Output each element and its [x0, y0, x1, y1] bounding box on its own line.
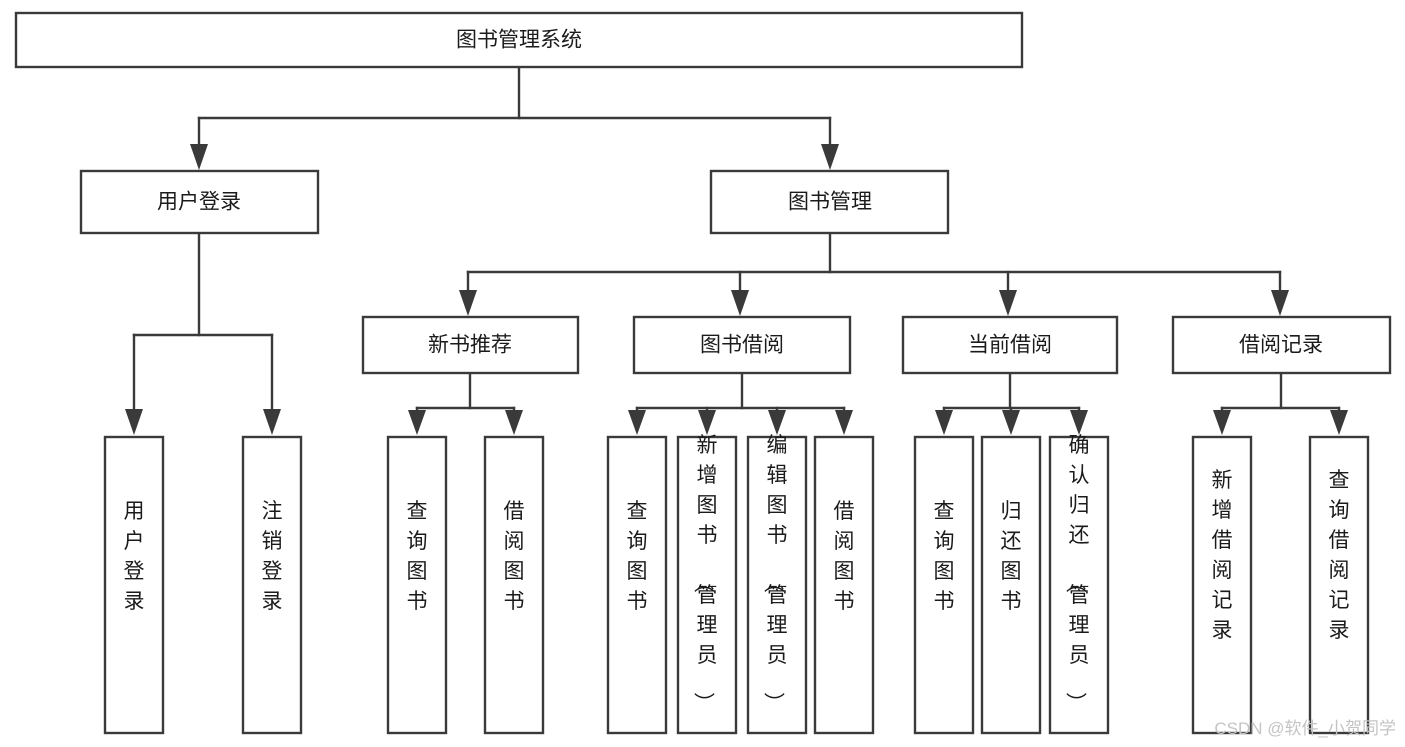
node-leaf-query-book-current[interactable]: 查询图书	[913, 435, 975, 735]
arrow-head-leaf-query-book-current	[935, 410, 953, 435]
node-leaf-query-book-borrow-label: 查询图书	[627, 500, 648, 613]
arrow-head-leaf-add-book-admin	[698, 410, 716, 435]
node-leaf-borrow-book[interactable]: 借阅图书	[813, 435, 875, 735]
arrow-head-leaf-borrow-book-recommend	[505, 410, 523, 435]
node-borrow-record-label: 借阅记录	[1239, 334, 1323, 357]
node-book-management-label: 图书管理	[788, 191, 872, 214]
arrow-head-book-borrow	[731, 290, 749, 316]
node-leaf-logout-login-label: 注销登录	[262, 500, 283, 613]
node-leaf-edit-book-admin-label: 编辑图书（管理员）	[762, 434, 788, 713]
arrow-head-leaf-add-borrow-record	[1213, 410, 1231, 435]
connector-group-new-book-recommend-to-leaves	[408, 371, 523, 435]
node-leaf-logout-login[interactable]: 注销登录	[241, 435, 303, 735]
node-leaf-borrow-book-recommend-rect[interactable]	[483, 435, 545, 735]
node-root-rect[interactable]	[14, 11, 1024, 69]
arrow-head-leaf-query-book-recommend	[408, 410, 426, 435]
node-leaf-add-book-admin[interactable]: 新增图书（管理员）	[676, 434, 738, 735]
node-leaf-edit-book-admin-rect[interactable]	[746, 435, 808, 735]
node-leaf-query-borrow-record[interactable]: 查询借阅记录	[1308, 435, 1370, 735]
arrow-head-borrow-record	[1271, 290, 1289, 316]
node-leaf-confirm-return-admin-label: 确认归还（管理员）	[1064, 434, 1090, 713]
node-new-book-recommend-rect[interactable]	[361, 315, 580, 375]
arrow-head-leaf-logout-login	[263, 409, 281, 435]
node-leaf-query-borrow-record-label: 查询借阅记录	[1329, 469, 1350, 642]
node-leaf-query-book-borrow[interactable]: 查询图书	[606, 435, 668, 735]
node-root-label: 图书管理系统	[456, 29, 582, 52]
node-leaf-borrow-book-recommend[interactable]: 借阅图书	[483, 435, 545, 735]
node-leaf-add-book-admin-rect[interactable]	[676, 435, 738, 735]
node-user-login[interactable]: 用户登录	[79, 169, 320, 235]
node-book-borrow[interactable]: 图书借阅	[632, 315, 852, 375]
node-leaf-add-borrow-record-rect[interactable]	[1191, 435, 1253, 735]
connector-group-root-to-level2	[190, 65, 839, 170]
connector-group-borrow-record-to-leaves	[1213, 371, 1348, 435]
node-leaf-query-borrow-record-rect[interactable]	[1308, 435, 1370, 735]
arrow-head-leaf-return-book	[1002, 410, 1020, 435]
node-leaf-query-book-recommend-label: 查询图书	[407, 500, 428, 613]
node-user-login-rect[interactable]	[79, 169, 320, 235]
node-leaf-borrow-book-recommend-label: 借阅图书	[504, 500, 525, 613]
arrow-head-leaf-edit-book-admin	[768, 410, 786, 435]
node-leaf-add-book-admin-label: 新增图书（管理员）	[692, 434, 718, 713]
arrow-head-leaf-borrow-book	[835, 410, 853, 435]
arrow-head-leaf-query-borrow-record	[1330, 410, 1348, 435]
node-current-borrow[interactable]: 当前借阅	[901, 315, 1119, 375]
arrow-head-new-book-recommend	[459, 290, 477, 316]
connector-group-book-borrow-to-leaves	[628, 371, 853, 435]
node-leaf-query-book-recommend-rect[interactable]	[386, 435, 448, 735]
arrow-head-leaf-user-login	[125, 409, 143, 435]
arrow-head-current-borrow	[999, 290, 1017, 316]
node-current-borrow-label: 当前借阅	[968, 334, 1052, 357]
arrow-head-leaf-query-book-borrow	[628, 410, 646, 435]
node-leaf-user-login-label: 用户登录	[124, 500, 145, 613]
node-root[interactable]: 图书管理系统	[14, 11, 1024, 69]
node-leaf-return-book-label: 归还图书	[1001, 500, 1022, 613]
node-book-borrow-label: 图书借阅	[700, 334, 784, 357]
arrow-head-leaf-confirm-return-admin	[1070, 410, 1088, 435]
node-leaf-query-book-current-rect[interactable]	[913, 435, 975, 735]
node-borrow-record[interactable]: 借阅记录	[1171, 315, 1392, 375]
node-borrow-record-rect[interactable]	[1171, 315, 1392, 375]
watermark-label: CSDN @软件_小贺同学	[1214, 719, 1396, 738]
node-leaf-add-borrow-record[interactable]: 新增借阅记录	[1191, 435, 1253, 735]
node-new-book-recommend[interactable]: 新书推荐	[361, 315, 580, 375]
node-leaf-user-login-rect[interactable]	[103, 435, 165, 735]
node-leaf-borrow-book-label: 借阅图书	[834, 500, 855, 613]
connector-group-book-management-to-level3	[459, 231, 1289, 316]
node-book-management-rect[interactable]	[709, 169, 950, 235]
node-leaf-borrow-book-rect[interactable]	[813, 435, 875, 735]
connector-group-current-borrow-to-leaves	[935, 371, 1088, 435]
node-leaf-confirm-return-admin-rect[interactable]	[1048, 435, 1110, 735]
node-leaf-query-book-current-label: 查询图书	[934, 500, 955, 613]
node-leaf-edit-book-admin[interactable]: 编辑图书（管理员）	[746, 434, 808, 735]
arrow-head-book-management	[821, 144, 839, 170]
node-leaf-user-login[interactable]: 用户登录	[103, 435, 165, 735]
node-current-borrow-rect[interactable]	[901, 315, 1119, 375]
node-book-management[interactable]: 图书管理	[709, 169, 950, 235]
node-leaf-add-borrow-record-label: 新增借阅记录	[1212, 469, 1233, 642]
node-leaf-confirm-return-admin[interactable]: 确认归还（管理员）	[1048, 434, 1110, 735]
node-leaf-query-book-recommend[interactable]: 查询图书	[386, 435, 448, 735]
node-new-book-recommend-label: 新书推荐	[428, 334, 512, 357]
node-leaf-return-book-rect[interactable]	[980, 435, 1042, 735]
arrow-head-user-login	[190, 144, 208, 170]
node-leaf-return-book[interactable]: 归还图书	[980, 435, 1042, 735]
node-leaf-query-book-borrow-rect[interactable]	[606, 435, 668, 735]
node-book-borrow-rect[interactable]	[632, 315, 852, 375]
node-leaf-logout-login-rect[interactable]	[241, 435, 303, 735]
node-user-login-label: 用户登录	[157, 191, 241, 214]
connector-group-user-login-to-leaves	[125, 231, 281, 435]
